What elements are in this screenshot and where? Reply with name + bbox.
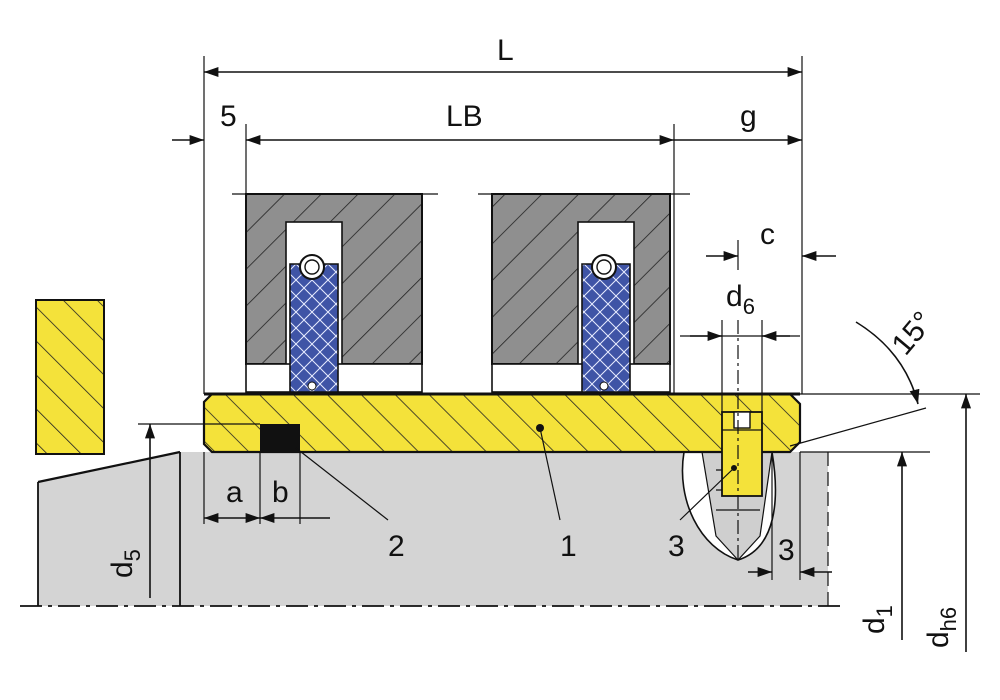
leader-part-1 [539,427,561,521]
leader-part-2 [295,447,389,521]
label-a: a [226,476,243,509]
shaft [20,450,840,607]
extension-lines [138,56,980,580]
seal-ring-right [581,254,631,393]
leader-part-3 [679,467,735,521]
label-dh6: dh6 [922,607,961,648]
label-angle: 15° [886,305,940,361]
label-LB: LB [446,100,483,133]
seal-ring-left [289,254,339,393]
label-c: c [760,218,775,251]
label-b: b [272,476,289,509]
angle-arc [855,321,920,405]
label-d6: d6 [726,280,755,319]
label-part-3: 3 [668,530,685,563]
label-part-2: 2 [388,530,405,563]
label-L: L [497,34,514,67]
adjacent-part-left [35,299,105,455]
part-3-marker [731,465,737,471]
o-ring [260,424,300,452]
label-d1: d1 [858,605,897,634]
label-5: 5 [220,100,237,133]
label-g: g [740,100,757,133]
label-part-1: 1 [560,530,577,563]
sleeve [202,392,802,454]
label-d5: d5 [106,549,145,578]
set-screw [721,411,763,497]
label-three-dim: 3 [778,534,795,567]
angle-line [789,407,927,447]
